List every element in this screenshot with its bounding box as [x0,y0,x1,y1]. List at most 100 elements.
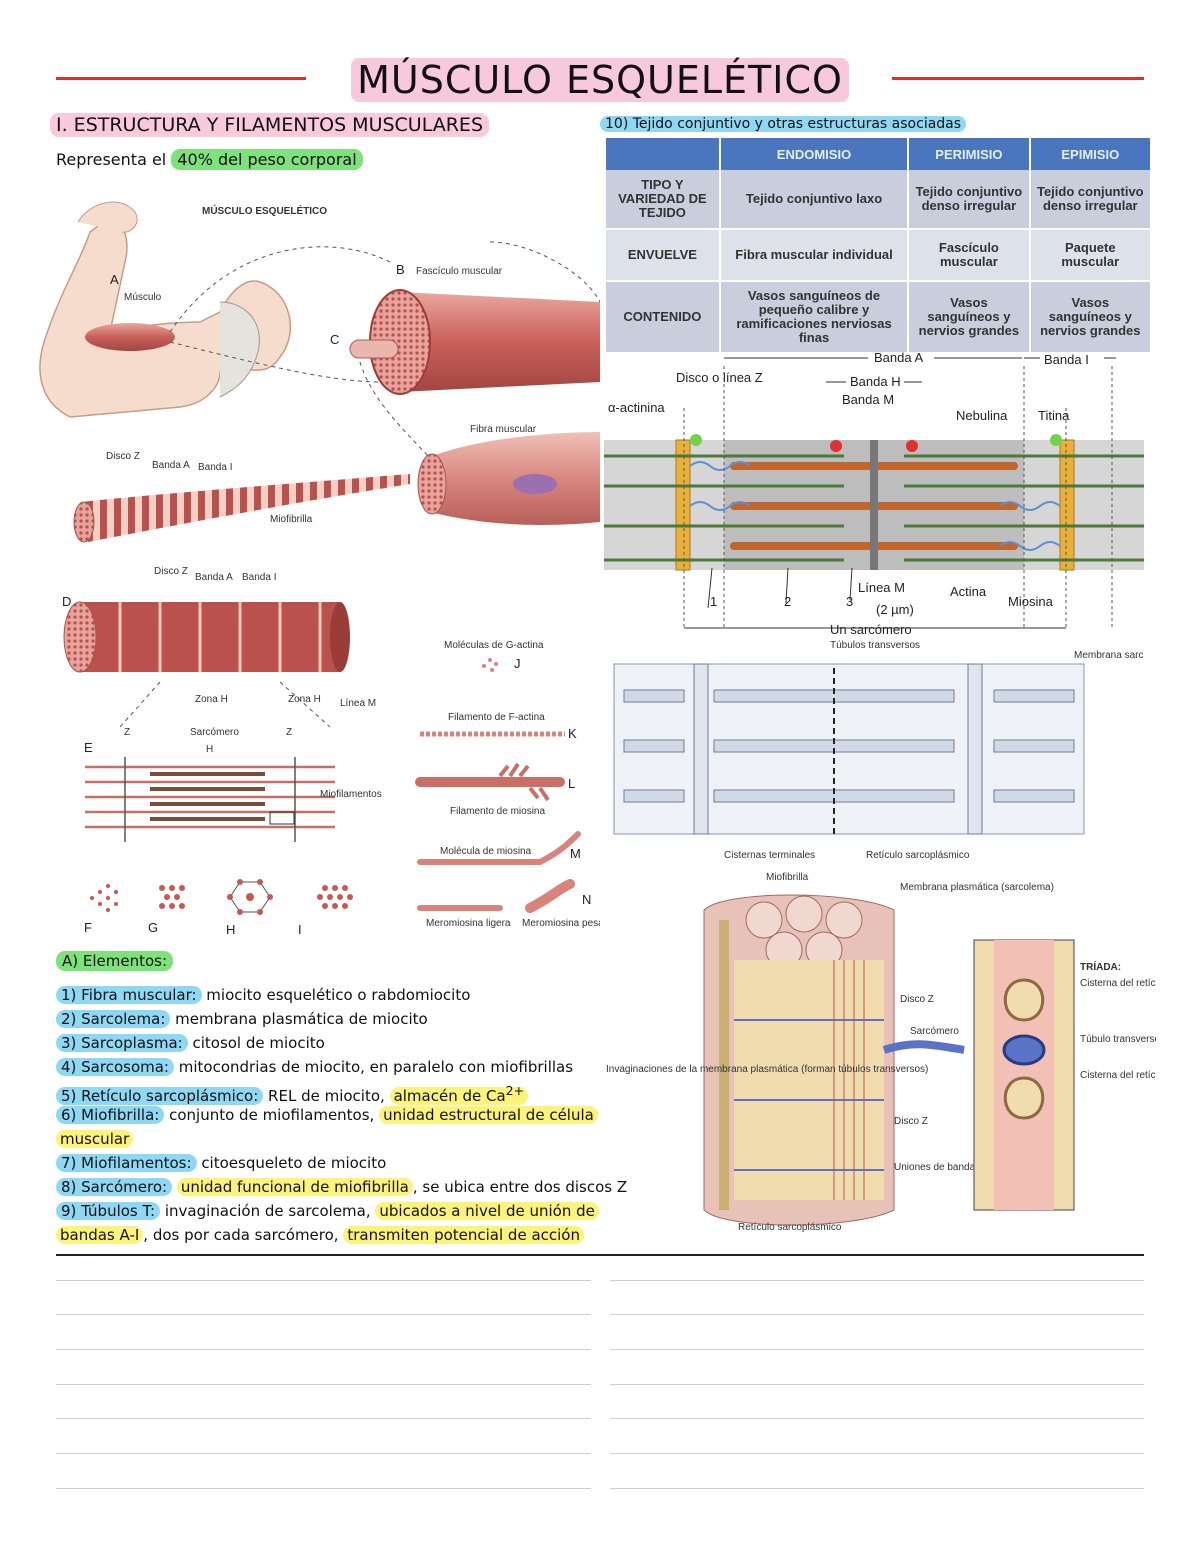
section-divider [56,1254,1144,1256]
item-highlight: almacén de Ca2+ [389,1083,529,1105]
label-mero-ligera: Meromiosina ligera [426,918,511,929]
label-invaginaciones: Invaginaciones de la membrana plasmática… [606,1064,928,1075]
label-n3: 3 [846,594,853,609]
label-banda-m: Banda M [842,392,894,407]
label-actinina: α-actinina [608,400,665,415]
label-mero-pesada: Meromiosina pesada [522,918,600,929]
elements-heading: A) Elementos: [56,950,174,972]
label-n1: 1 [710,594,717,609]
myosin-molecule [417,831,581,865]
item-term: 7) Miofilamentos: [56,1154,197,1172]
item-term: 8) Sarcómero: [56,1178,173,1196]
note-line [56,1384,591,1385]
table-cell: Vasos sanguíneos de pequeño calibre y ra… [719,281,910,354]
label-un-sarcomero: Un sarcómero [830,622,912,637]
subtitle-prefix: Representa el [56,150,167,169]
table-cell: CONTENIDO [606,281,721,354]
label-disco-z-t1: Disco Z [900,994,934,1005]
sarcomere-figure: Banda A Banda I Banda H Banda M Disco o … [604,348,1144,638]
list-item-continuation: bandas A-I, dos por cada sarcómero, tran… [56,1224,627,1248]
section-heading: I. ESTRUCTURA Y FILAMENTOS MUSCULARES [50,113,489,137]
table-cell: Fascículo muscular [908,229,1031,282]
label-nebulina: Nebulina [956,408,1008,423]
item-term: 3) Sarcoplasma: [56,1034,188,1052]
table-row: ENVUELVE Fibra muscular individual Fascí… [606,229,1153,282]
arm-illustration [39,216,292,418]
list-item: 4) Sarcosoma: mitocondrias de miocito, e… [56,1056,627,1080]
label-k: K [568,726,577,741]
table-cell: Tejido conjuntivo laxo [719,170,910,230]
myofibril-tops [745,895,863,969]
item-desc: citosol de miocito [187,1034,325,1052]
label-i: I [298,922,302,937]
item-desc: invaginación de sarcolema, [160,1202,376,1220]
label-h: H [206,744,213,755]
label-banda-h: Banda H [850,374,901,389]
label-disco-z-1: Disco Z [106,451,140,462]
myofibril-cylinder [80,602,340,672]
label-e: E [84,740,93,755]
label-cisterna2: Cisterna del retículo sarcoplásmico [1080,1070,1156,1081]
label-g: G [148,920,158,935]
label-miofilamentos: Miofilamentos [320,789,382,800]
label-zona-h-2: Zona H [288,694,321,705]
label-disco-z-t2: Disco Z [894,1116,928,1127]
label-miofibrilla: Miofibrilla [270,514,313,525]
label-reticulo-r: Retículo sarcoplásmico [866,850,970,861]
elements-list: 1) Fibra muscular: miocito esquelético o… [56,984,627,1248]
item-highlight: muscular [56,1130,134,1148]
cross-sections [90,879,353,915]
label-g-actina: Moléculas de G-actina [444,640,544,651]
label-zona-h-1: Zona H [195,694,228,705]
note-line [56,1314,591,1315]
label-miosina: Miosina [1008,594,1054,609]
label-fasciculo: Fascículo muscular [416,266,503,277]
label-cisternas: Cisternas terminales [724,850,815,861]
myofibril-illustration [80,474,410,542]
label-linea-m-s: Línea M [858,580,905,595]
z-discs [675,439,1075,571]
item-term: 4) Sarcosoma: [56,1058,174,1076]
table-row: TIPO Y VARIEDAD DE TEJIDO Tejido conjunt… [606,170,1153,230]
label-z-1: Z [124,727,130,738]
item-desc: membrana plasmática de miocito [170,1010,428,1028]
item-highlight: ubicados a nivel de unión de [375,1202,599,1220]
label-tubulo: Túbulo transverso [1080,1034,1156,1045]
note-line [610,1349,1144,1350]
table-header-cell: EPIMISIO [1029,138,1153,170]
label-musculo-esqueletico: MÚSCULO ESQUELÉTICO [202,204,327,217]
sarcoplasmic-reticulum-figure: Túbulos transversos Membrana sarcolémica… [604,640,1144,870]
label-n2: 2 [784,594,791,609]
label-banda-i-2: Banda I [242,572,276,583]
table-cell: Paquete muscular [1029,229,1153,282]
label-size: (2 µm) [876,602,914,617]
item-tail: , se ubica entre dos discos Z [412,1178,628,1196]
list-item: 3) Sarcoplasma: citosol de miocito [56,1032,627,1056]
note-line [610,1384,1144,1385]
item-term: 9) Túbulos T: [56,1202,161,1220]
label-d: D [62,594,71,609]
item-desc: REL de miocito, [263,1087,390,1105]
subtitle-highlight: 40% del peso corporal [171,149,363,170]
label-disco: Disco o línea Z [676,370,763,385]
item-highlight: transmiten potencial de acción [343,1226,584,1244]
table-cell: TIPO Y VARIEDAD DE TEJIDO [606,170,721,230]
table-cell: Vasos sanguíneos y nervios grandes [1029,281,1153,354]
list-item: 2) Sarcolema: membrana plasmática de mio… [56,1008,627,1032]
note-line [56,1488,591,1489]
item-desc: , dos por cada sarcómero, [143,1226,344,1244]
note-line [56,1453,591,1454]
item-desc: citoesqueleto de miocito [196,1154,387,1172]
label-fibra: Fibra muscular [470,424,537,435]
note-line [610,1280,1144,1281]
label-sarcomero-t: Sarcómero [910,1026,959,1037]
note-line [610,1453,1144,1454]
item-highlight-text: almacén de Ca [393,1087,506,1105]
label-j: J [514,656,521,671]
list-item: 6) Miofibrilla: conjunto de miofilamento… [56,1104,627,1128]
list-item: 5) Retículo sarcoplásmico: REL de miocit… [56,1080,627,1105]
label-sarcomero: Sarcómero [190,727,239,738]
table-header-cell [606,138,721,170]
label-banda-i: Banda I [1044,352,1089,367]
label-musculo: Músculo [124,292,162,303]
